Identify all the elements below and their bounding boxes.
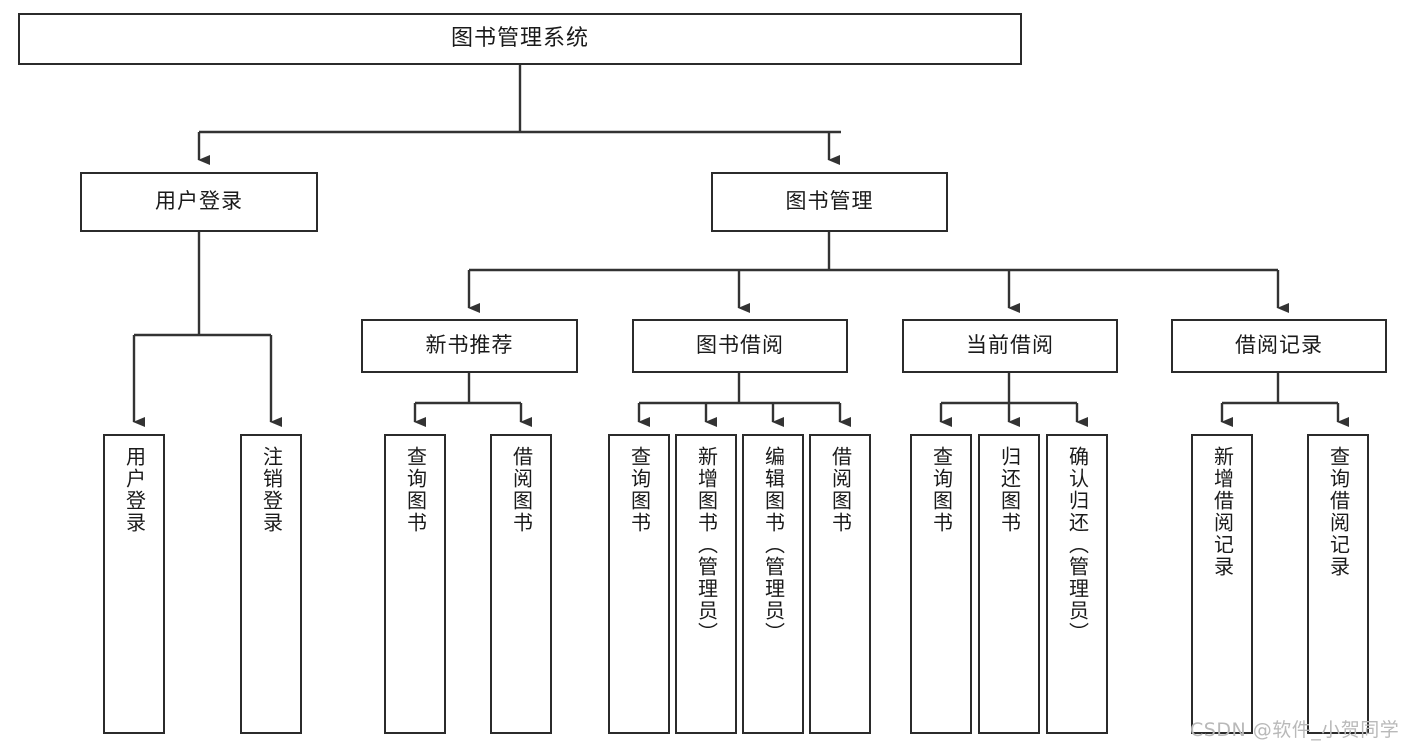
leaf-label: 注销登录 bbox=[259, 446, 284, 534]
leaf-borrow-borrow-book[interactable]: 借阅图书 bbox=[809, 434, 871, 734]
leaf-borrow-add-book-admin[interactable]: 新增图书（管理员） bbox=[675, 434, 737, 734]
leaf-borrow-edit-book-admin[interactable]: 编辑图书（管理员） bbox=[742, 434, 804, 734]
node-user-login[interactable]: 用户登录 bbox=[80, 172, 318, 232]
node-label: 图书管理 bbox=[785, 189, 874, 214]
node-current-borrow[interactable]: 当前借阅 bbox=[902, 319, 1118, 373]
node-label: 新书推荐 bbox=[425, 333, 514, 358]
csdn-watermark: CSDN @软件_小贺同学 bbox=[1190, 719, 1400, 741]
leaf-label: 查询图书 bbox=[627, 446, 652, 534]
leaf-label: 归还图书 bbox=[997, 446, 1022, 534]
leaf-recommend-borrow-book[interactable]: 借阅图书 bbox=[490, 434, 552, 734]
leaf-label: 编辑图书（管理员） bbox=[761, 446, 786, 644]
leaf-label: 借阅图书 bbox=[828, 446, 853, 534]
leaf-label: 查询图书 bbox=[929, 446, 954, 534]
leaf-label: 查询图书 bbox=[403, 446, 428, 534]
leaf-label: 查询借阅记录 bbox=[1326, 446, 1351, 578]
leaf-label: 借阅图书 bbox=[509, 446, 534, 534]
leaf-record-query-record[interactable]: 查询借阅记录 bbox=[1307, 434, 1369, 734]
leaf-record-add-record[interactable]: 新增借阅记录 bbox=[1191, 434, 1253, 734]
node-new-book-recommend[interactable]: 新书推荐 bbox=[361, 319, 578, 373]
leaf-current-confirm-return-admin[interactable]: 确认归还（管理员） bbox=[1046, 434, 1108, 734]
node-borrow-record[interactable]: 借阅记录 bbox=[1171, 319, 1387, 373]
leaf-label: 新增图书（管理员） bbox=[694, 446, 719, 644]
node-root-book-management-system[interactable]: 图书管理系统 bbox=[18, 13, 1022, 65]
leaf-recommend-query-book[interactable]: 查询图书 bbox=[384, 434, 446, 734]
node-label: 用户登录 bbox=[155, 189, 243, 214]
node-label: 图书管理系统 bbox=[450, 25, 589, 51]
node-label: 图书借阅 bbox=[696, 333, 784, 358]
leaf-user-login-login[interactable]: 用户登录 bbox=[103, 434, 165, 734]
node-label: 当前借阅 bbox=[966, 333, 1054, 358]
leaf-borrow-query-book[interactable]: 查询图书 bbox=[608, 434, 670, 734]
node-label: 借阅记录 bbox=[1235, 333, 1323, 358]
leaf-label: 新增借阅记录 bbox=[1210, 446, 1235, 578]
leaf-label: 用户登录 bbox=[122, 446, 147, 534]
node-book-management[interactable]: 图书管理 bbox=[711, 172, 948, 232]
node-book-borrow[interactable]: 图书借阅 bbox=[632, 319, 848, 373]
leaf-current-return-book[interactable]: 归还图书 bbox=[978, 434, 1040, 734]
leaf-user-login-logout[interactable]: 注销登录 bbox=[240, 434, 302, 734]
leaf-current-query-book[interactable]: 查询图书 bbox=[910, 434, 972, 734]
leaf-label: 确认归还（管理员） bbox=[1065, 446, 1090, 644]
